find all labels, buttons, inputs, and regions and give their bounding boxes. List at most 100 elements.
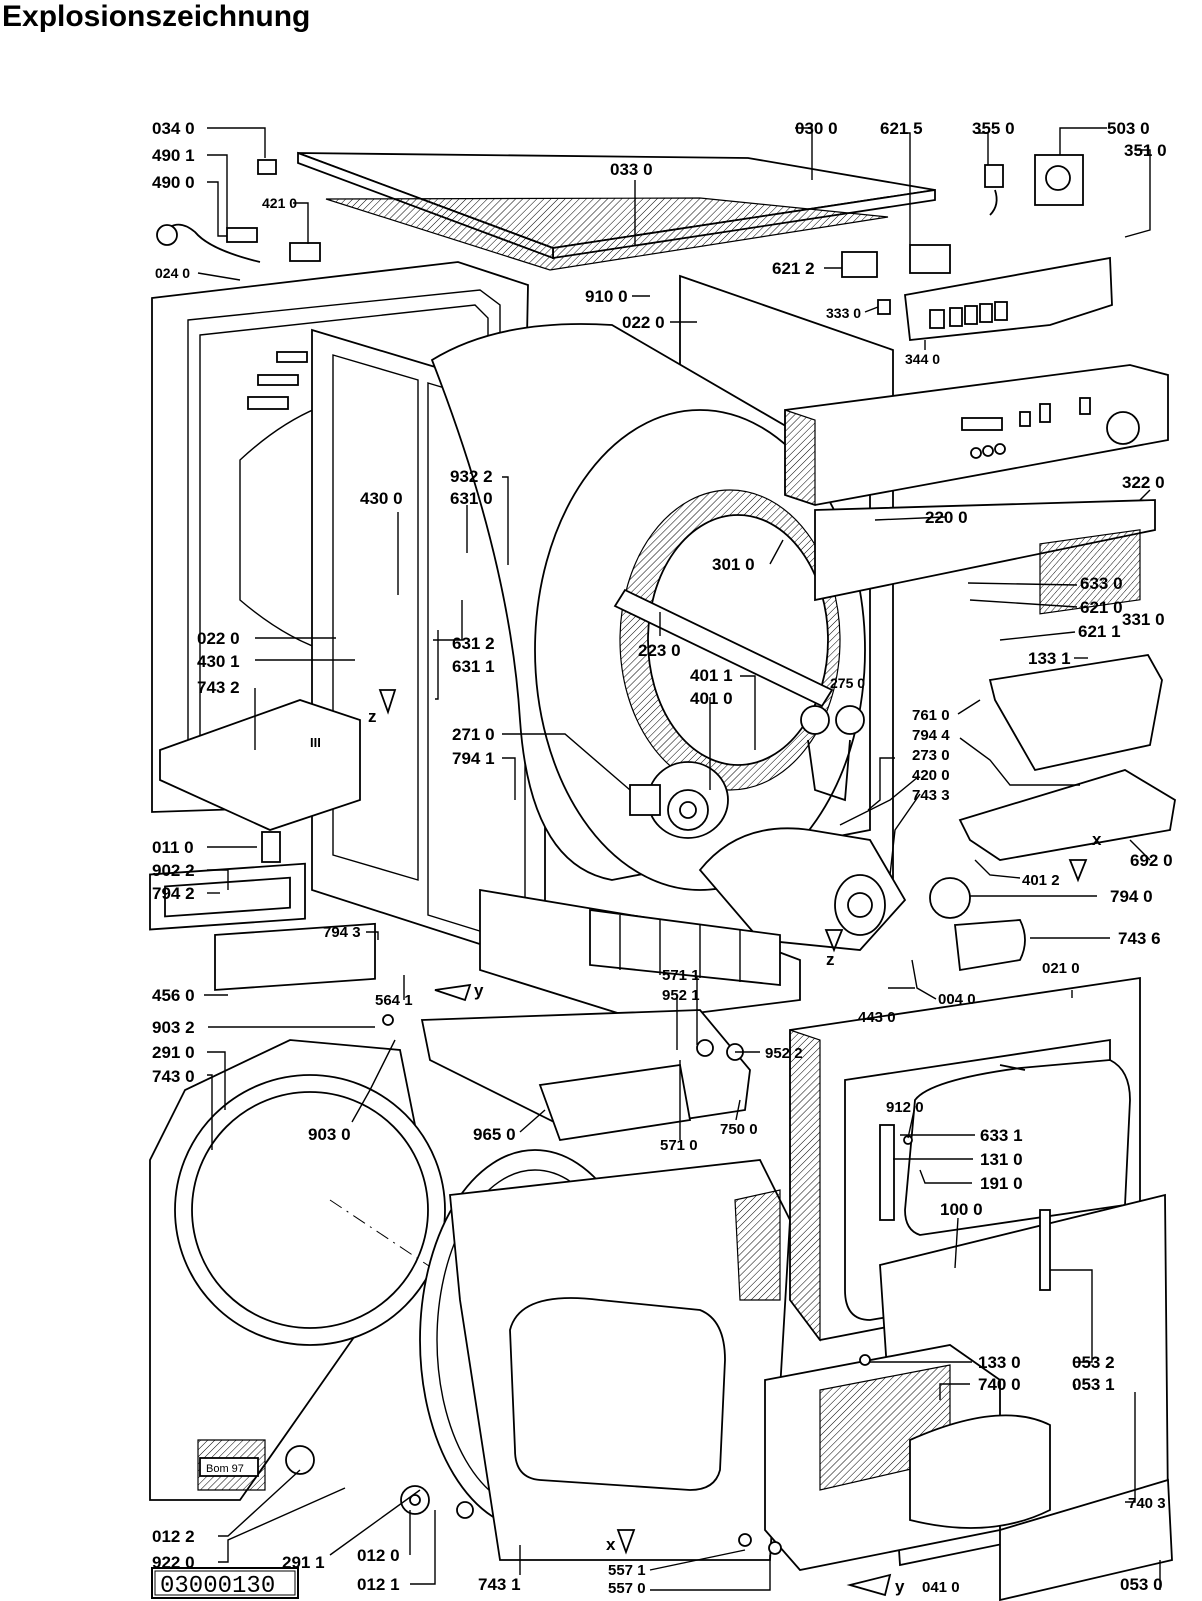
part-label: 965 0 bbox=[473, 1125, 516, 1144]
part-label: 631 0 bbox=[450, 489, 493, 508]
condenser-part bbox=[764, 1344, 1051, 1571]
motor-part bbox=[629, 761, 729, 839]
part-label: 794 3 bbox=[323, 924, 361, 941]
part-label: 012 2 bbox=[152, 1527, 195, 1546]
page-title: Explosionszeichnung bbox=[2, 0, 311, 33]
part-label: 053 1 bbox=[1072, 1375, 1115, 1394]
part-label: 355 0 bbox=[972, 119, 1015, 138]
part-label: 794 1 bbox=[452, 749, 495, 768]
fasteners bbox=[382, 1014, 1026, 1555]
part-label: 034 0 bbox=[152, 119, 195, 138]
part-label: 322 0 bbox=[1122, 473, 1165, 492]
part-label: 503 0 bbox=[1107, 119, 1150, 138]
part-label: 223 0 bbox=[638, 641, 681, 660]
part-label: 030 0 bbox=[795, 119, 838, 138]
part-label: 053 0 bbox=[1120, 1575, 1163, 1594]
part-label: 401 0 bbox=[690, 689, 733, 708]
front-bulkhead-part bbox=[449, 1159, 791, 1561]
axis-z-label-1: z bbox=[368, 707, 377, 726]
part-label: 004 0 bbox=[938, 991, 976, 1008]
part-label: 351 0 bbox=[1124, 141, 1167, 160]
part-label: 024 0 bbox=[155, 265, 190, 281]
part-label: 291 0 bbox=[152, 1043, 195, 1062]
part-label: 761 0 bbox=[912, 707, 950, 724]
part-label: 333 0 bbox=[826, 305, 861, 321]
part-label: 743 1 bbox=[478, 1575, 521, 1594]
rear-bulkhead-part: Bom 97 bbox=[149, 1039, 481, 1501]
fascia-part bbox=[814, 499, 1156, 602]
part-label: 743 6 bbox=[1118, 929, 1161, 948]
part-label: 220 0 bbox=[925, 508, 968, 527]
part-label: 133 1 bbox=[1028, 649, 1071, 668]
part-label: 557 1 bbox=[608, 1562, 646, 1579]
parts: Bom 97 bbox=[149, 151, 1176, 1601]
part-label: 430 1 bbox=[197, 652, 240, 671]
part-label: 633 1 bbox=[980, 1126, 1023, 1145]
control-panel-part bbox=[784, 364, 1169, 506]
part-label: 401 1 bbox=[690, 666, 733, 685]
part-label: 421 0 bbox=[262, 195, 297, 211]
part-label: 133 0 bbox=[978, 1353, 1021, 1372]
part-label: 022 0 bbox=[197, 629, 240, 648]
document-number: 03000130 bbox=[160, 1573, 275, 1600]
tensioner-part bbox=[800, 705, 865, 802]
part-label: 621 2 bbox=[772, 259, 815, 278]
part-label: 420 0 bbox=[912, 767, 950, 784]
part-label: 271 0 bbox=[452, 725, 495, 744]
part-label: 571 0 bbox=[660, 1137, 698, 1154]
part-label: 912 0 bbox=[886, 1099, 924, 1116]
part-label: 902 2 bbox=[152, 861, 195, 880]
part-label: 743 0 bbox=[152, 1067, 195, 1086]
stamp-text: Bom 97 bbox=[206, 1463, 244, 1475]
part-label: 740 0 bbox=[978, 1375, 1021, 1394]
part-label: 903 2 bbox=[152, 1018, 195, 1037]
part-label: 631 1 bbox=[452, 657, 495, 676]
water-tank-part bbox=[420, 1009, 751, 1142]
part-label: 952 1 bbox=[662, 987, 700, 1004]
part-label: 743 3 bbox=[912, 787, 950, 804]
part-label: 571 1 bbox=[662, 967, 700, 984]
part-label: 490 1 bbox=[152, 146, 195, 165]
part-label: 100 0 bbox=[940, 1200, 983, 1219]
filter-part bbox=[988, 529, 1163, 772]
small-components-top-right bbox=[156, 154, 1084, 315]
part-label: 490 0 bbox=[152, 173, 195, 192]
direction-marks: z z x x y y III bbox=[310, 689, 1102, 1597]
leader-lines bbox=[197, 127, 1161, 1591]
seal-ring-part bbox=[929, 877, 971, 919]
part-label: 033 0 bbox=[610, 160, 653, 179]
part-label: 910 0 bbox=[585, 287, 628, 306]
part-label: 022 0 bbox=[622, 313, 665, 332]
part-label: 621 1 bbox=[1078, 622, 1121, 641]
part-label: 932 2 bbox=[450, 467, 493, 486]
part-label: 456 0 bbox=[152, 986, 195, 1005]
left-small-parts bbox=[149, 699, 376, 991]
part-label: 631 2 bbox=[452, 634, 495, 653]
part-label: 273 0 bbox=[912, 747, 950, 764]
part-label: 191 0 bbox=[980, 1174, 1023, 1193]
part-label: 041 0 bbox=[922, 1579, 960, 1596]
axis-x-label-2: x bbox=[606, 1535, 616, 1554]
axis-y-label-2: y bbox=[895, 1577, 905, 1596]
blower-part bbox=[698, 827, 907, 951]
part-label: 012 1 bbox=[357, 1575, 400, 1594]
part-label: 011 0 bbox=[152, 838, 194, 857]
part-label: 443 0 bbox=[858, 1009, 896, 1026]
part-label: 430 0 bbox=[360, 489, 403, 508]
part-label: 401 2 bbox=[1022, 872, 1060, 889]
axis-z-label-2: z bbox=[826, 950, 835, 969]
part-labels: 034 0 490 1 490 0 421 0 024 0 030 0 033 … bbox=[152, 119, 1173, 1597]
part-label: 633 0 bbox=[1080, 574, 1123, 593]
part-label: 794 4 bbox=[912, 727, 950, 744]
part-label: 131 0 bbox=[980, 1150, 1023, 1169]
pcb-bracket-part bbox=[904, 256, 1113, 341]
axis-y-label-1: y bbox=[474, 981, 484, 1000]
document-number-box: 03000130 bbox=[151, 1567, 299, 1600]
drum-part bbox=[430, 323, 871, 891]
heater-base-part bbox=[479, 888, 801, 1021]
part-label: 301 0 bbox=[712, 555, 755, 574]
part-label: 794 0 bbox=[1110, 887, 1153, 906]
part-label: 053 2 bbox=[1072, 1353, 1115, 1372]
part-label: 794 2 bbox=[152, 884, 195, 903]
